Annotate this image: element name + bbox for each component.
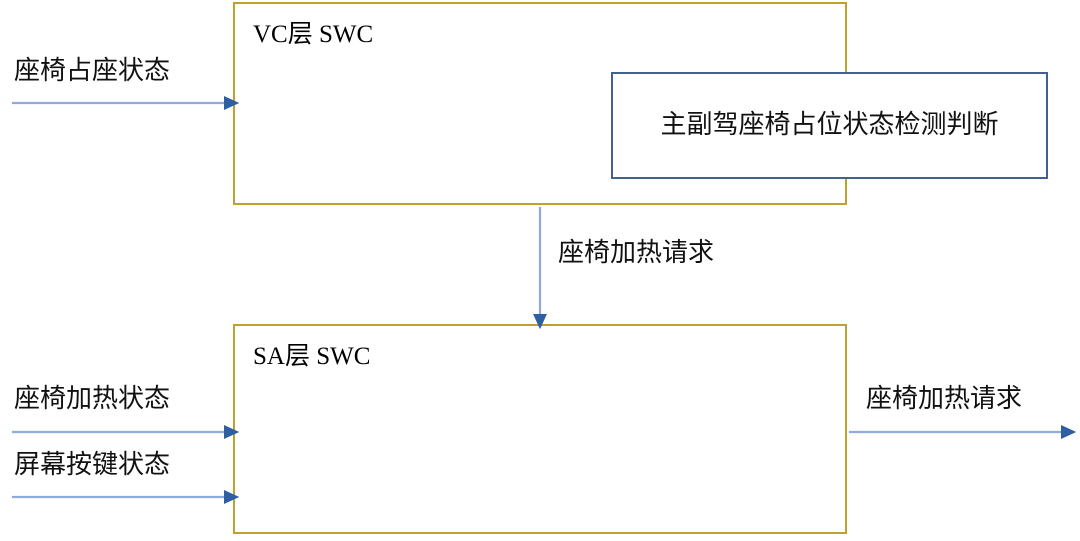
label-heat-request-mid: 座椅加热请求 [558, 238, 715, 268]
vc-function-block: 主副驾座椅占位状态检测判断 [611, 72, 1048, 179]
label-heat-request-out: 座椅加热请求 [866, 384, 1023, 414]
label-seat-heat-state: 座椅加热状态 [14, 384, 171, 414]
sa-layer-title: SA层 SWC [253, 343, 371, 370]
vc-function-line-1: 主副驾座椅占位状态检测判断 [660, 110, 999, 141]
vc-layer-title: VC层 SWC [253, 21, 374, 48]
label-seat-occupancy: 座椅占座状态 [14, 56, 171, 86]
label-screen-key-state: 屏幕按键状态 [14, 450, 171, 480]
sa-layer-box: SA层 SWC 主副驾座椅加热状态检测 主副驾座椅加热请求 [233, 324, 847, 534]
vc-layer-box: VC层 SWC 主副驾座椅占位状态检测判断 [233, 2, 1048, 205]
